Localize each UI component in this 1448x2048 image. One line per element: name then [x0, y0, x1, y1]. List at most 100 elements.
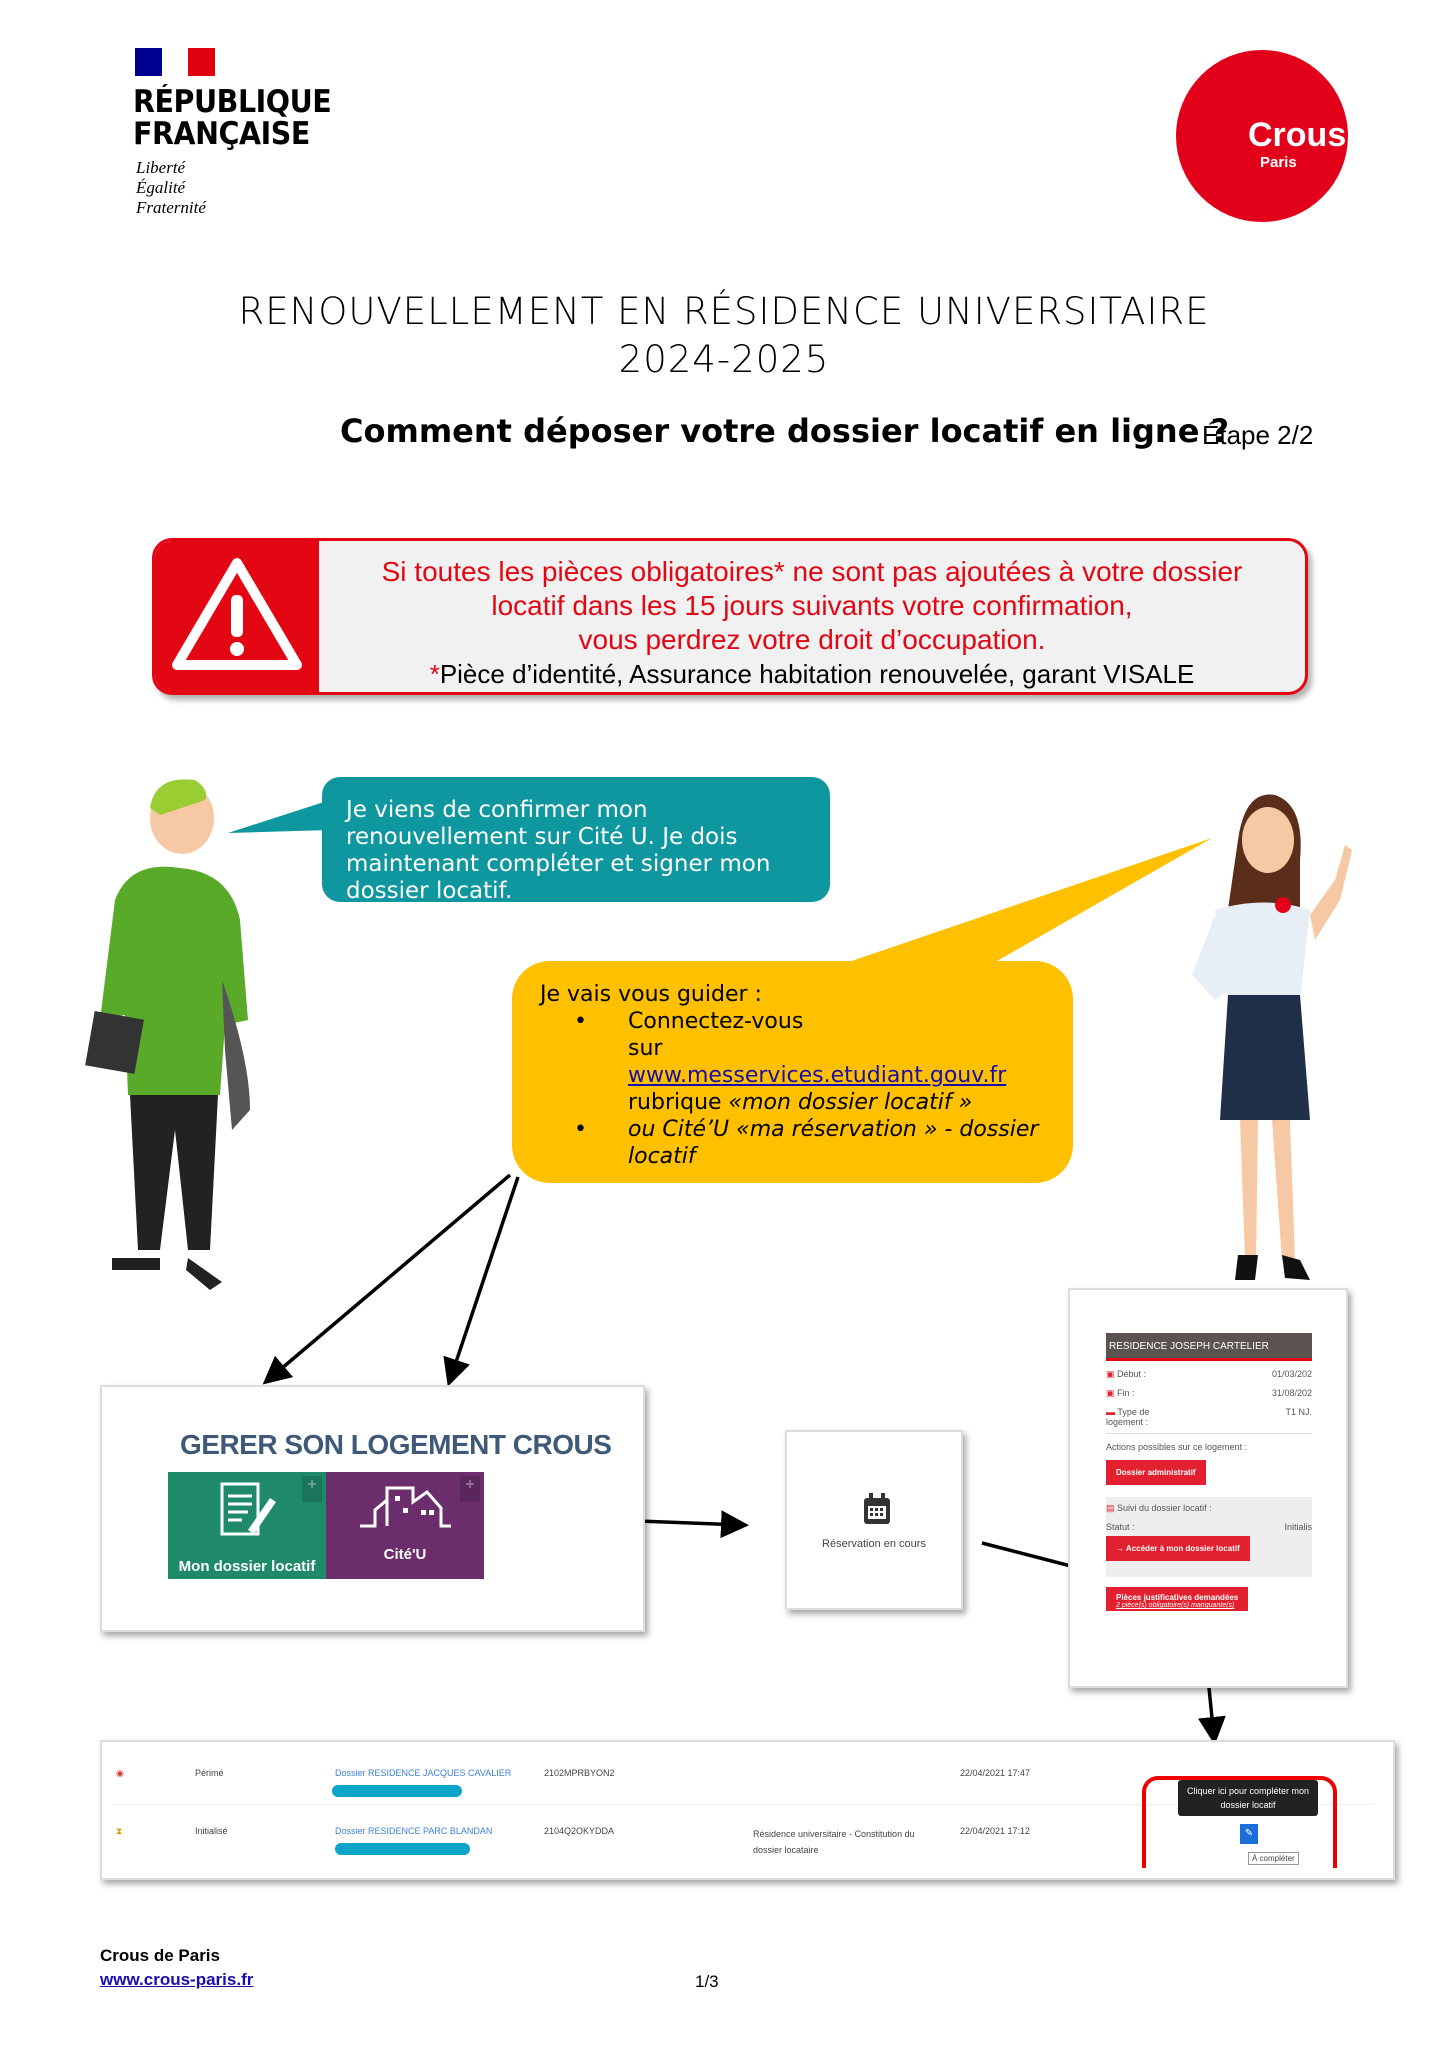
guide-speech-bubble: Je vais vous guider : Connectez-voussur …: [512, 961, 1073, 1183]
page-title-year: 2024-2025: [618, 338, 830, 381]
suivi-label: ▤ Suivi du dossier locatif :: [1106, 1503, 1312, 1514]
crous-agent-illustration: [1192, 794, 1352, 1280]
expired-icon: ◉: [116, 1768, 124, 1778]
calendar-icon: ▣: [1106, 1369, 1115, 1379]
row-status: Périmé: [195, 1768, 224, 1778]
row-ref: 2104Q2OKYDDA: [544, 1826, 615, 1836]
guide-step: ou Cité’U «ma réservation » - dossier lo…: [574, 1116, 1045, 1170]
crous-logo-city: Paris: [1260, 154, 1297, 171]
warning-box: Si toutes les pièces obligatoires* ne so…: [152, 538, 1308, 695]
highlight-frame: [1142, 1776, 1337, 1868]
tooltip: Cliquer ici pour compléter mon dossier l…: [1178, 1780, 1318, 1816]
residence-details-panel: RESIDENCE JOSEPH CARTELIER ▣ Début : 01/0…: [1068, 1288, 1348, 1688]
label-text: Suivi du dossier locatif :: [1117, 1503, 1212, 1513]
calendar-icon: ▣: [1106, 1388, 1115, 1398]
row-divider: [112, 1804, 1373, 1805]
step-text: ou Cité’U «ma réservation » - dossier lo…: [628, 1117, 1039, 1169]
tile-label: Cité'U: [383, 1546, 427, 1563]
devise-line: Fraternité: [136, 198, 206, 217]
residence-name: RESIDENCE JOSEPH CARTELIER: [1106, 1333, 1312, 1361]
type-label: ▬ Type de logement :: [1106, 1407, 1166, 1427]
row-dossier-link[interactable]: Dossier RESIDENCE PARC BLANDAN: [335, 1826, 493, 1836]
warning-note: *Pièce d’identité, Assurance habitation …: [319, 657, 1305, 691]
page-number: 1/3: [695, 1972, 719, 1991]
edit-icon: ✎: [1244, 1828, 1254, 1839]
statut-label: Statut :: [1106, 1522, 1135, 1532]
warning-icon: [172, 558, 302, 670]
devise-line: Égalité: [136, 178, 186, 197]
footer-link[interactable]: www.crous-paris.fr: [100, 1970, 254, 1989]
page-title: RENOUVELLEMENT EN RÉSIDENCE UNIVERSITAIR…: [238, 290, 1210, 333]
page-subtitle: Comment déposer votre dossier locatif en…: [340, 412, 1230, 450]
warning-icon-area: [155, 541, 319, 692]
student-illustration: [85, 779, 250, 1290]
row-dossier-link[interactable]: Dossier RESIDENCE JACQUES CAVALIER: [335, 1768, 512, 1778]
hourglass-icon: ⧗: [116, 1826, 123, 1836]
acceder-dossier-locatif-button[interactable]: → Accéder à mon dossier locatif: [1106, 1536, 1250, 1561]
reservation-label: Réservation en cours: [822, 1538, 926, 1550]
calendar-icon: [864, 1493, 890, 1524]
reservation-en-cours-card[interactable]: Réservation en cours: [785, 1430, 963, 1610]
bed-icon: ▬: [1106, 1407, 1115, 1417]
button-sublabel: 2 pièce(s) obligatoire(s) manquante(s): [1116, 1602, 1235, 1609]
progress-pill: [332, 1785, 462, 1797]
asterisk: *: [429, 659, 440, 689]
document-pen-icon: [220, 1482, 276, 1536]
statut-value: Initialis: [1284, 1522, 1312, 1532]
step-text: rubrique: [628, 1090, 729, 1115]
warning-line: locatif dans les 15 jours suivants votre…: [491, 590, 1133, 621]
folder-icon: ▤: [1106, 1503, 1115, 1513]
footer-org: Crous de Paris: [100, 1946, 220, 1965]
a-completer-badge: À compléter: [1248, 1852, 1299, 1865]
actions-label: Actions possibles sur ce logement :: [1106, 1442, 1248, 1452]
plus-icon[interactable]: +: [302, 1476, 322, 1502]
crous-logo-name: Crous: [1248, 116, 1347, 154]
row-desc: Résidence universitaire - Constitution d…: [753, 1829, 915, 1855]
rf-name-line: FRANÇAISE: [133, 116, 310, 152]
label-text: Type de logement :: [1106, 1407, 1150, 1427]
button-label: Pièces justificatives demandées: [1116, 1593, 1239, 1602]
step-indicator: Étape 2/2: [1202, 420, 1314, 450]
warning-line: Si toutes les pièces obligatoires* ne so…: [381, 556, 1243, 587]
tile-label: Mon dossier locatif: [178, 1558, 316, 1575]
debut-label: ▣ Début :: [1106, 1369, 1146, 1380]
warning-line: vous perdrez votre droit d’occupation.: [578, 624, 1046, 655]
fin-value: 31/08/202: [1271, 1388, 1312, 1398]
guide-intro: Je vais vous guider :: [540, 982, 762, 1007]
dossier-administratif-button[interactable]: Dossier administratif: [1106, 1460, 1206, 1485]
rf-name-line: RÉPUBLIQUE: [133, 84, 332, 120]
tile-mon-dossier-locatif[interactable]: Mon dossier locatif +: [168, 1472, 326, 1579]
messervices-link[interactable]: www.messervices.etudiant.gouv.fr: [628, 1063, 1007, 1088]
gerer-title: GERER SON LOGEMENT CROUS: [180, 1429, 612, 1460]
row-date: 22/04/2021 17:47: [960, 1768, 1031, 1778]
dossiers-table: ◉ Périmé Dossier RESIDENCE JACQUES CAVAL…: [100, 1740, 1395, 1880]
teal-bubble-tail: [228, 800, 330, 833]
label-text: Fin :: [1117, 1388, 1135, 1398]
devise-line: Liberté: [136, 158, 186, 177]
label-text: Début :: [1117, 1369, 1147, 1379]
progress-pill: [335, 1843, 470, 1855]
gerer-logement-panel: GERER SON LOGEMENT CROUS Mon dossier loc…: [100, 1385, 645, 1632]
rf-flag-logo: [135, 48, 216, 76]
arrow: [262, 1173, 512, 1385]
row-date: 22/04/2021 17:12: [960, 1826, 1031, 1836]
plus-icon[interactable]: +: [460, 1476, 480, 1502]
step-text: «mon dossier locatif »: [728, 1090, 973, 1115]
row-status: Initialisé: [195, 1826, 228, 1836]
buildings-icon: [360, 1486, 451, 1528]
button-label: Dossier administratif: [1116, 1468, 1196, 1477]
fin-label: ▣ Fin :: [1106, 1388, 1135, 1399]
step-text: sur: [628, 1036, 663, 1061]
type-value: T1 NJ.: [1285, 1407, 1312, 1417]
edit-dossier-button[interactable]: ✎: [1240, 1824, 1258, 1844]
yellow-bubble-tail: [840, 838, 1212, 965]
arrow: [443, 1176, 520, 1387]
tile-cite-u[interactable]: Cité'U +: [326, 1472, 484, 1579]
student-speech-bubble: Je viens de confirmer mon renouvellement…: [322, 777, 830, 904]
debut-value: 01/03/202: [1271, 1369, 1312, 1379]
